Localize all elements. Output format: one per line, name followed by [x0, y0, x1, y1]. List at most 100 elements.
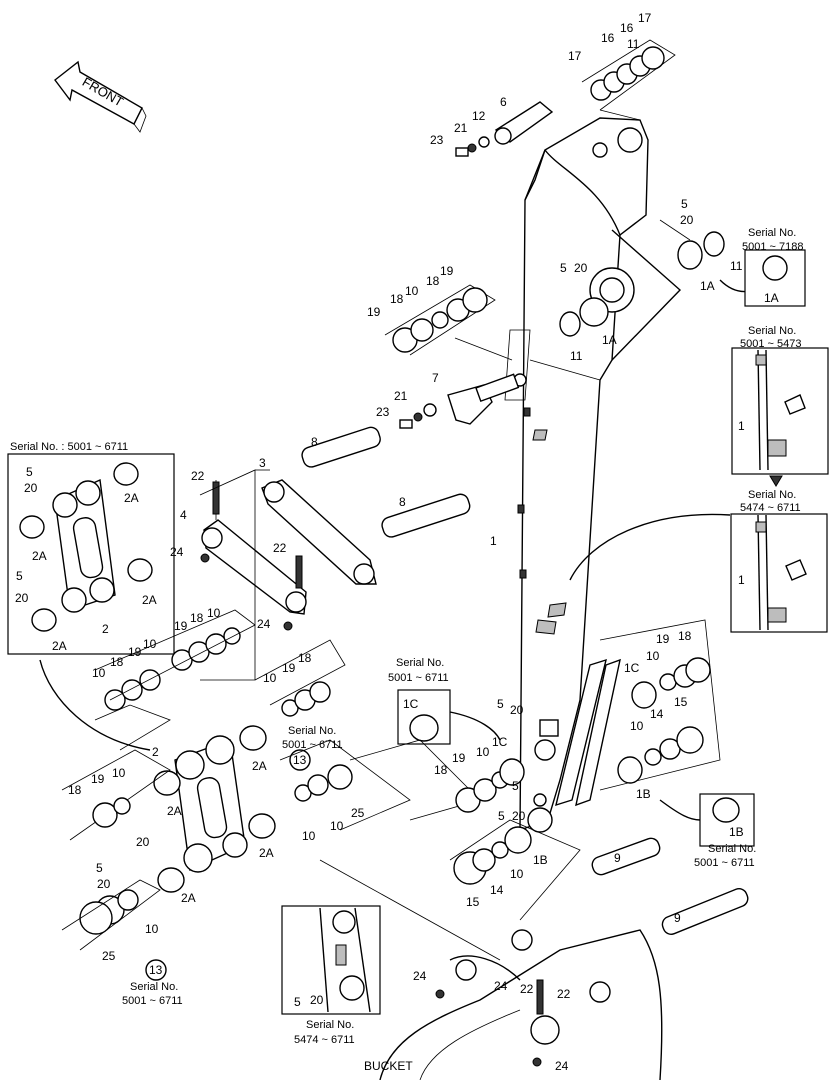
- serial-i-range: 5474 ~ 6711: [294, 1034, 355, 1046]
- callout-8b: 8: [399, 495, 406, 509]
- callout-2A-8: 2A: [181, 891, 196, 905]
- callout-11a: 11: [627, 37, 640, 51]
- callout-8a: 8: [311, 435, 318, 449]
- callout-10k: 10: [510, 867, 524, 881]
- serial-e-range: 5001 ~ 6711: [388, 672, 449, 684]
- callout-10e: 10: [263, 671, 277, 685]
- callout-13b: 13: [149, 963, 163, 977]
- callout-13-circle-a: [289, 749, 311, 771]
- callout-2A-4: 2A: [52, 639, 67, 653]
- callout-9a: 9: [614, 851, 621, 865]
- serial-a-range: 5001 ~ 7188: [742, 241, 803, 253]
- callout-18b: 18: [390, 292, 404, 306]
- callout-1B-box: 1B: [729, 825, 744, 839]
- callout-10h: 10: [476, 745, 490, 759]
- bucket-label: BUCKET: [364, 1059, 413, 1073]
- callout-15b: 15: [466, 895, 480, 909]
- callout-5b: 5: [560, 261, 567, 275]
- serial-box-5001-5473: [731, 347, 829, 487]
- callout-10f: 10: [646, 649, 660, 663]
- serial-b-range: 5001 ~ 5473: [740, 338, 801, 350]
- callout-24c: 24: [413, 969, 427, 983]
- callout-20d: 20: [15, 591, 29, 605]
- serial-g-title: Serial No.: [708, 843, 756, 855]
- callout-20c: 20: [24, 481, 38, 495]
- callout-10i: 10: [112, 766, 126, 780]
- serial-g-range: 5001 ~ 6711: [694, 857, 755, 869]
- callout-1b: 1: [738, 419, 745, 433]
- callout-25a: 25: [351, 806, 365, 820]
- callout-19e: 19: [282, 661, 296, 675]
- callout-18g: 18: [434, 763, 448, 777]
- callout-10j: 10: [302, 829, 316, 843]
- callout-1C-box: 1C: [403, 697, 419, 711]
- serial-box-1a: [744, 249, 806, 307]
- callout-23b: 23: [376, 405, 390, 419]
- callout-19h: 19: [91, 772, 105, 786]
- callout-2A-6: 2A: [167, 804, 182, 818]
- callout-11b: 11: [730, 259, 743, 273]
- callout-19a: 19: [440, 264, 454, 278]
- callout-5f: 5: [498, 809, 505, 823]
- callout-10l: 10: [145, 922, 159, 936]
- serial-h-range: 5001 ~ 6711: [122, 995, 183, 1007]
- callout-1C-b: 1C: [492, 735, 508, 749]
- callout-23a: 23: [430, 133, 444, 147]
- callout-19d: 19: [128, 645, 142, 659]
- serial-a-title: Serial No.: [748, 227, 796, 239]
- lower-left-link: [61, 609, 411, 951]
- top-pin-group: [455, 39, 676, 157]
- callout-18a: 18: [426, 274, 440, 288]
- callout-10a: 10: [405, 284, 419, 298]
- callout-5g: 5: [512, 779, 519, 793]
- callout-2A-5: 2A: [252, 759, 267, 773]
- callout-5c: 5: [26, 465, 33, 479]
- serial-box-bottom: [281, 905, 381, 1015]
- callout-18c: 18: [190, 611, 204, 625]
- serial-box-5474-6711: [730, 513, 828, 633]
- callout-14a: 14: [650, 707, 664, 721]
- callout-10g: 10: [630, 719, 644, 733]
- serial-h-title: Serial No.: [130, 981, 178, 993]
- serial-d: Serial No. : 5001 ~ 6711: [10, 441, 128, 453]
- callout-1B-b: 1B: [533, 853, 548, 867]
- callout-25b: 25: [102, 949, 116, 963]
- callout-17a: 17: [638, 11, 652, 25]
- callout-1A-a: 1A: [700, 279, 715, 293]
- serial-e-title: Serial No.: [396, 657, 444, 669]
- callout-curve-b: [39, 659, 151, 751]
- callout-22b: 22: [273, 541, 287, 555]
- callout-7: 7: [432, 371, 439, 385]
- callout-6: 6: [500, 95, 507, 109]
- callout-18e: 18: [298, 651, 312, 665]
- callout-11c: 11: [570, 349, 583, 363]
- callout-5h: 5: [96, 861, 103, 875]
- serial-c-range: 5474 ~ 6711: [740, 502, 801, 514]
- callout-16b: 16: [601, 31, 615, 45]
- callout-21b: 21: [394, 389, 408, 403]
- callout-10d: 10: [92, 666, 106, 680]
- callout-2b: 2: [152, 745, 159, 759]
- callout-19f: 19: [656, 632, 670, 646]
- callout-2A-3: 2A: [142, 593, 157, 607]
- callout-18d: 18: [110, 655, 124, 669]
- serial-box-left: [7, 453, 175, 655]
- callout-16a: 16: [620, 21, 634, 35]
- callout-20b: 20: [574, 261, 588, 275]
- right-bushings: [559, 219, 771, 337]
- lower-right-bushings: [349, 619, 755, 921]
- callout-12: 12: [472, 109, 486, 123]
- callout-5e: 5: [497, 697, 504, 711]
- callout-10c: 10: [143, 637, 157, 651]
- callout-20i: 20: [310, 993, 324, 1007]
- bucket: [319, 837, 749, 1080]
- callout-14b: 14: [490, 883, 504, 897]
- callout-22d: 22: [557, 987, 571, 1001]
- callout-9b: 9: [674, 911, 681, 925]
- arm: [504, 117, 682, 833]
- callout-20a: 20: [680, 213, 694, 227]
- callout-5i: 5: [294, 995, 301, 1009]
- callout-labels: 17 16 16 11 17 6 12 21 23 5 20 Serial No…: [10, 11, 803, 1073]
- serial-c-title: Serial No.: [748, 489, 796, 501]
- callout-2A-1: 2A: [124, 491, 139, 505]
